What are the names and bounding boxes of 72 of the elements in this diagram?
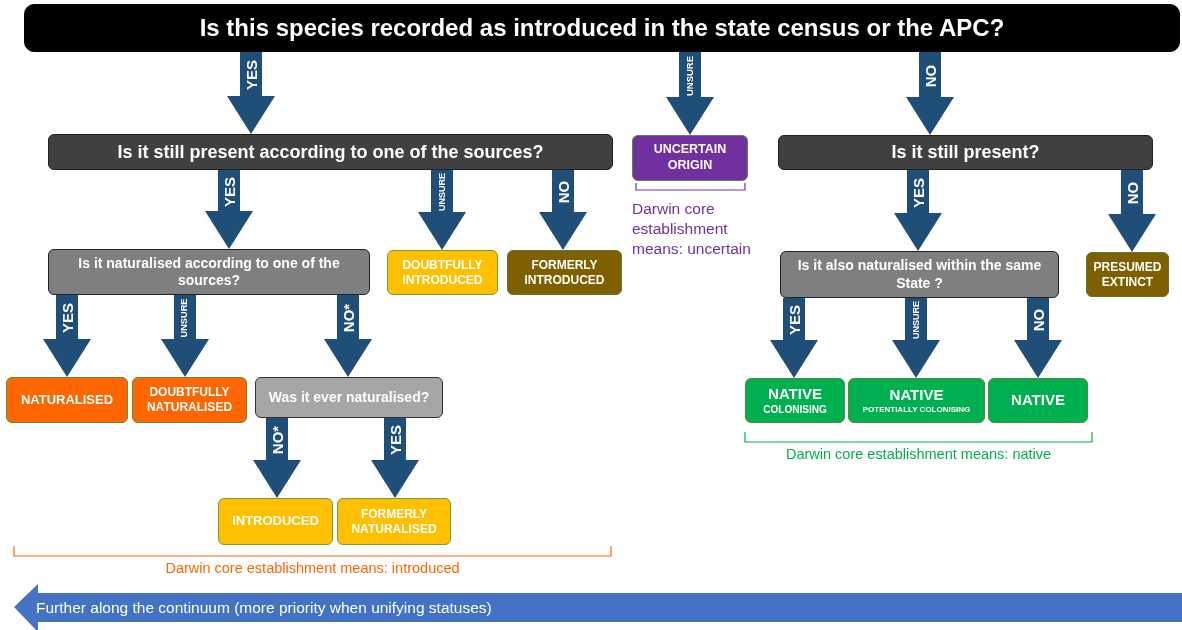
status-box: [387, 250, 498, 295]
arrow: [324, 295, 372, 377]
arrow: [906, 52, 954, 135]
edge-label: UNSURE: [437, 173, 447, 211]
arrow: [43, 295, 91, 377]
edge-label: YES: [59, 303, 75, 333]
node-text: Is it still present?: [891, 141, 1040, 164]
status-box: [132, 377, 247, 423]
status-box: [6, 377, 128, 423]
arrow: [418, 170, 466, 250]
arrow: [770, 298, 818, 378]
question-box: [780, 251, 1059, 298]
arrow: [371, 418, 419, 498]
node-text: NATIVE: [889, 386, 944, 405]
status-box: [632, 135, 748, 181]
status-box: [1086, 252, 1169, 297]
edge-label: YES: [221, 176, 237, 207]
bracket-label: Darwin core establishment means: uncertain: [632, 199, 752, 260]
arrow: [892, 298, 940, 378]
node-text: DOUBTFULLY NATURALISED: [145, 385, 234, 415]
node-text: Is it still present according to one of the sources?: [117, 140, 544, 164]
node-text: NATIVE: [1011, 391, 1065, 410]
edge-label: NO: [555, 180, 571, 204]
question-box: [48, 249, 370, 295]
edge-label: UNSURE: [180, 298, 190, 338]
edge-label: NO*: [340, 303, 356, 333]
node-text: NATIVE: [768, 384, 822, 404]
node-text: Was it ever naturalised?: [268, 388, 430, 407]
status-box: [745, 378, 845, 423]
edge-label: NO: [922, 64, 938, 87]
node-text: POTENTIALLY COLONISING: [862, 404, 971, 415]
arrow: [666, 52, 714, 135]
status-box: [988, 378, 1088, 423]
status-box: [848, 378, 985, 423]
node-text: Is it naturalised according to one of the sources?: [77, 254, 341, 290]
node-text: FORMERLY INTRODUCED: [523, 257, 606, 288]
question-box: [255, 377, 443, 418]
bracket-label: Darwin core establishment means: native: [784, 445, 1053, 464]
bracket-label: Darwin core establishment means: introduced: [164, 559, 461, 578]
edge-label: NO: [1030, 308, 1046, 332]
status-box: [218, 498, 333, 545]
node-text: DOUBTFULLY INTRODUCED: [401, 257, 484, 288]
edge-label: YES: [786, 305, 802, 335]
node-text: INTRODUCED: [232, 513, 319, 530]
node-text: UNCERTAIN ORIGIN: [652, 142, 728, 174]
status-box: [507, 250, 622, 295]
question-bar: [24, 4, 1180, 52]
arrow: [227, 52, 275, 134]
node-text: NATURALISED: [20, 391, 114, 409]
arrow: [539, 170, 587, 250]
edge-label: NO*: [269, 425, 285, 455]
edge-label: YES: [387, 425, 403, 455]
node-text: PRESUMED EXTINCT: [1093, 259, 1162, 290]
node-text: Is it also naturalised within the same State ?: [796, 257, 1043, 292]
arrow-caption: Further along the continuum (more priority when unifying statuses): [36, 598, 492, 618]
edge-label: UNSURE: [685, 55, 695, 96]
question-box: [778, 135, 1153, 170]
arrow: [1108, 170, 1156, 252]
arrow: [253, 418, 301, 498]
node-text: COLONISING: [763, 403, 827, 417]
arrow: [161, 295, 209, 377]
edge-label: YES: [243, 60, 259, 90]
arrow: [1014, 298, 1062, 378]
node-text: Is this species recorded as introduced in the state census or the APC?: [199, 13, 1005, 43]
arrow: [894, 170, 942, 251]
node-text: FORMERLY NATURALISED: [350, 506, 438, 537]
edge-label: NO: [1124, 181, 1140, 205]
arrow: [205, 170, 253, 249]
status-box: [337, 498, 451, 545]
question-box: [48, 134, 613, 170]
edge-label: YES: [910, 177, 926, 208]
edge-label: UNSURE: [911, 301, 921, 339]
